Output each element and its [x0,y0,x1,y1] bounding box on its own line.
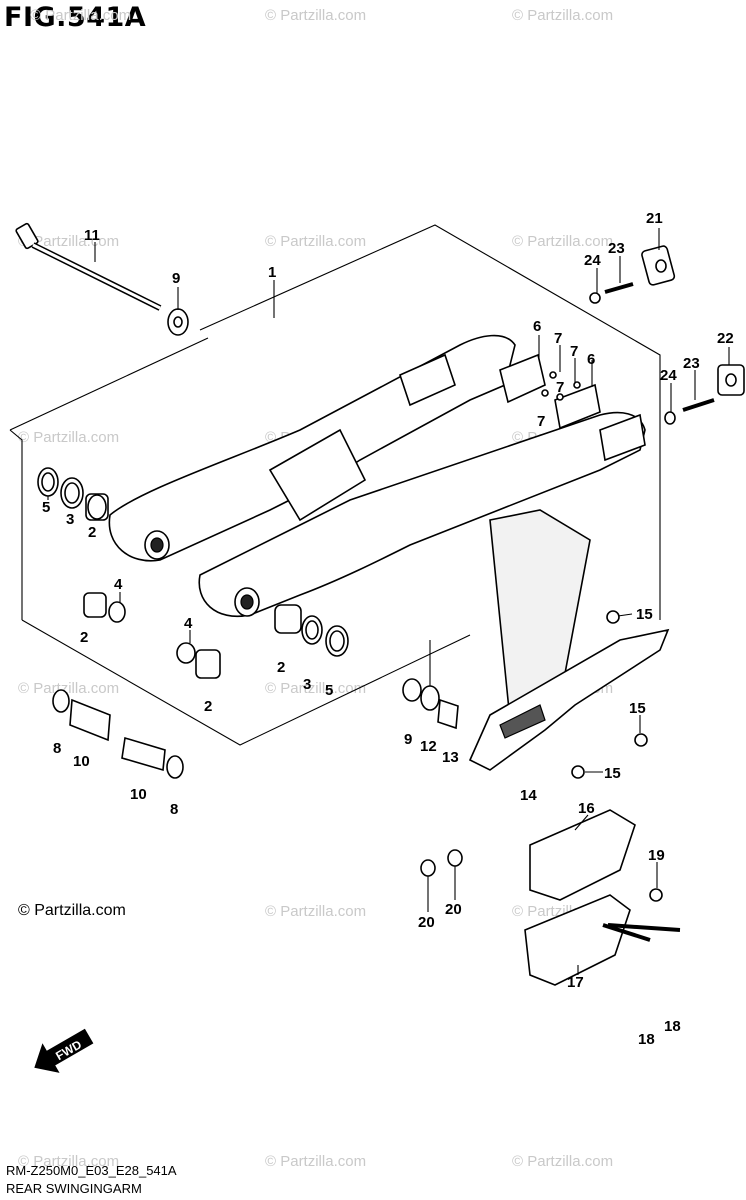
callout-15: 15 [604,765,621,782]
callout-10: 10 [73,753,90,770]
watermark: © Partzilla.com [265,7,366,24]
callout-14: 14 [520,787,537,804]
left-pivot-bearings [37,467,109,521]
callout-8: 8 [170,801,178,818]
callout-21: 21 [646,210,663,227]
callout-9: 9 [404,731,412,748]
callout-2: 2 [277,659,285,676]
callout-7: 7 [537,413,545,430]
callout-9: 9 [172,270,180,287]
callout-7: 7 [556,379,564,396]
callout-6: 6 [587,351,595,368]
callout-7: 7 [554,330,562,347]
lower-bearings [83,592,221,679]
collars [52,689,184,779]
fwd-arrow: FWD [34,1028,94,1073]
figure-name: REAR SWINGINGARM [6,1181,142,1196]
callout-11: 11 [84,227,100,244]
callout-2: 2 [80,629,88,646]
callout-4: 4 [184,615,193,632]
pivot-axle [15,222,189,336]
callout-15: 15 [636,606,653,623]
callout-2: 2 [88,524,96,541]
callout-22: 22 [717,330,734,347]
right-pivot-bearings [274,604,349,657]
callout-18: 18 [664,1018,681,1035]
figure-code: RM-Z250M0_E03_E28_541A [6,1163,177,1178]
watermark: © Partzilla.com [512,233,613,250]
callout-20: 20 [445,901,462,918]
callout-16: 16 [578,800,595,817]
callout-17: 17 [567,974,584,991]
watermark: © Partzilla.com [265,680,366,697]
watermark: © Partzilla.com [512,7,613,24]
callout-15: 15 [629,700,646,717]
watermark: © Partzilla.com [265,903,366,920]
watermark: © Partzilla.com [512,1153,613,1170]
callout-2: 2 [204,698,212,715]
callout-1: 1 [268,264,276,281]
callout-7: 7 [570,343,578,360]
callouts: 11 9 1 21 23 24 22 23 24 6 7 7 6 7 7 5 3… [42,210,734,1048]
callout-18: 18 [638,1031,655,1048]
figure-title: FIG.541A [4,2,147,33]
callout-13: 13 [442,749,459,766]
callout-6: 6 [533,318,541,335]
watermark: © Partzilla.com [18,233,119,250]
spacers [402,678,459,730]
watermark: © Partzilla.com [265,233,366,250]
watermark: © Partzilla.com [18,1153,119,1170]
callout-20: 20 [418,914,435,931]
callout-23: 23 [608,240,625,257]
copyright-text: © Partzilla.com [18,902,126,919]
callout-5: 5 [325,682,333,699]
callout-24: 24 [584,252,601,269]
callout-23: 23 [683,355,700,372]
callout-5: 5 [42,499,50,516]
watermark: © Partzilla.com [265,1153,366,1170]
assembly-frame [9,224,661,746]
adjuster-blocks [589,245,745,425]
callout-8: 8 [53,740,61,757]
chain-slider [468,610,670,779]
callout-10: 10 [130,786,147,803]
watermark: © Partzilla.com [18,680,119,697]
chain-guide [420,809,681,986]
callout-3: 3 [303,676,311,693]
callout-12: 12 [420,738,437,755]
watermark: © Partzilla.com [18,429,119,446]
callout-24: 24 [660,367,677,384]
callout-3: 3 [66,511,74,528]
callout-19: 19 [648,847,665,864]
leader-lines [47,228,730,975]
chain-adjuster-plates [499,353,601,430]
watermark: © Partzilla.com [30,7,131,24]
swingarm [108,334,646,722]
callout-4: 4 [114,576,123,593]
